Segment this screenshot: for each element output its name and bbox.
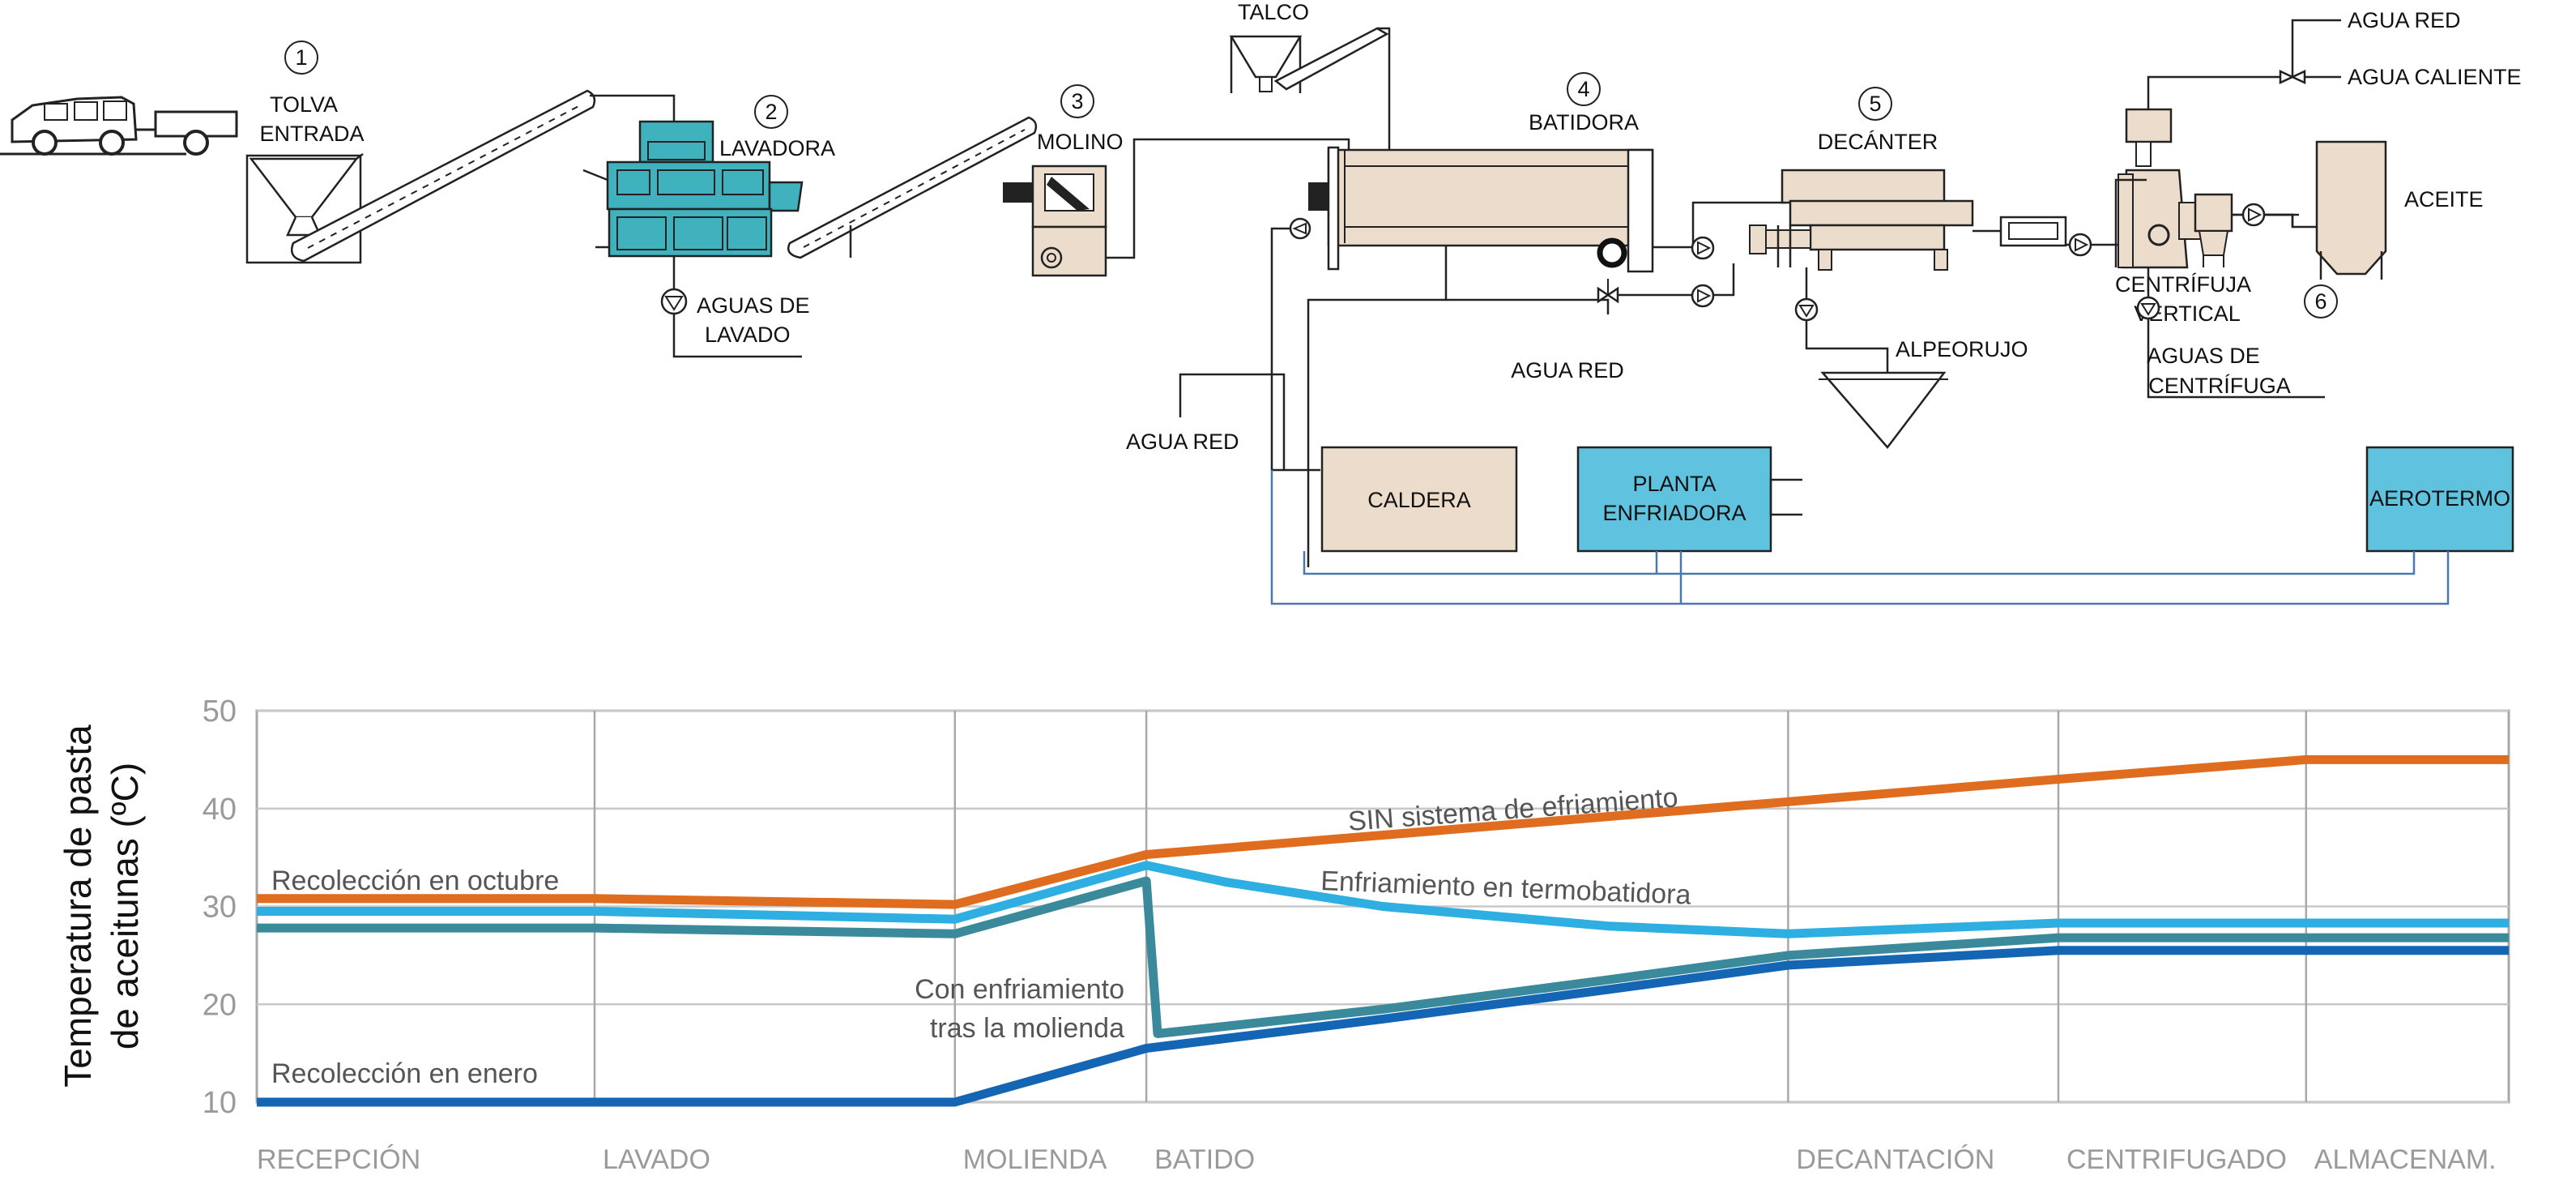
aguas-lavado-line-2: LAVADO xyxy=(705,323,791,347)
conveyor-2 xyxy=(787,116,1038,259)
annotation-con-line-1: Con enfriamiento xyxy=(915,974,1124,1005)
annotation-con-line-2: tras la molienda xyxy=(930,1013,1124,1044)
aerotermo-label: AEROTERMO xyxy=(2369,486,2510,511)
agua-red-top-label: AGUA RED xyxy=(2348,8,2461,32)
step-1-label-line-1: TOLVA xyxy=(270,92,338,117)
valve-and-pumps xyxy=(1597,201,1786,308)
y-tick-labels: 10 20 30 40 50 xyxy=(203,695,237,1120)
x-category-3: BATIDO xyxy=(1154,1144,1255,1175)
annotation-enero: Recolección en enero xyxy=(271,1058,538,1089)
agua-caliente-valve xyxy=(2279,19,2341,84)
step-5-label: DECÁNTER xyxy=(1818,130,1938,154)
step-6-label-line-1: CENTRÍFUJA xyxy=(2115,272,2251,297)
step-6-number: 6 xyxy=(2314,289,2327,314)
series-line-2 xyxy=(257,876,2509,1038)
step-3-label: MOLINO xyxy=(1037,130,1124,154)
annotation-octubre: Recolección en octubre xyxy=(271,866,559,896)
step-2-label: LAVADORA xyxy=(719,136,835,160)
step-2-marker xyxy=(754,95,788,129)
caldera-box xyxy=(1320,446,1518,553)
y-axis-label-line-1: Temperatura de pasta xyxy=(57,725,99,1088)
process-diagram: 1 TOLVA ENTRADA 2 LAVADORA xyxy=(0,0,2522,605)
lavadora-machine xyxy=(582,120,804,258)
planta-enfriadora-box xyxy=(1576,446,1772,553)
talco-label: TALCO xyxy=(1238,0,1309,24)
step-4-marker xyxy=(1567,72,1601,106)
molino-machine xyxy=(1003,138,1350,277)
step-5-number: 5 xyxy=(1869,92,1881,116)
step-1-marker xyxy=(284,41,318,75)
planta-enfriadora-line-2: ENFRIADORA xyxy=(1602,501,1746,525)
caldera-label: CALDERA xyxy=(1367,488,1471,512)
step-3-number: 3 xyxy=(1071,89,1083,113)
aguas-centrifuga-outlet xyxy=(2136,267,2325,399)
series-lines xyxy=(257,754,2509,1107)
agua-caliente-label: AGUA CALIENTE xyxy=(2348,65,2522,89)
talco-hopper xyxy=(1229,27,1391,154)
step-4-number: 4 xyxy=(1577,77,1589,101)
step-5-marker xyxy=(1858,87,1892,121)
x-category-1: LAVADO xyxy=(603,1144,710,1175)
centrifuga-machine xyxy=(2114,75,2280,269)
y-tick-40: 40 xyxy=(203,793,237,827)
planta-enfriadora-line-1: PLANTA xyxy=(1632,472,1716,496)
agua-red-caldera-label: AGUA RED xyxy=(1126,430,1239,454)
agua-red-batidora-label: AGUA RED xyxy=(1511,358,1624,383)
x-category-6: ALMACENAM. xyxy=(2314,1144,2497,1175)
alpeorujo-outlet xyxy=(1794,267,1948,449)
series-line-1 xyxy=(257,861,2509,938)
aguas-centrifuga-line-1: AGUAS DE xyxy=(2147,344,2260,368)
aguas-lavado-line-1: AGUAS DE xyxy=(697,293,810,318)
y-tick-50: 50 xyxy=(203,695,237,729)
decanter-machine xyxy=(1749,169,2067,271)
x-category-4: DECANTACIÓN xyxy=(1796,1144,1994,1175)
temperature-chart: 10 20 30 40 50 RECEPCIÓN LAVADO MOLIENDA BATIDO… xyxy=(57,695,2510,1175)
aceite-tank xyxy=(2315,140,2387,280)
step-4-label: BATIDORA xyxy=(1529,110,1639,135)
x-category-2: MOLIENDA xyxy=(963,1144,1107,1175)
step-2-number: 2 xyxy=(765,100,777,124)
step-6-marker xyxy=(2304,284,2338,318)
conveyor-1 xyxy=(290,89,676,263)
step-1-label-line-2: ENTRADA xyxy=(259,122,364,146)
y-tick-20: 20 xyxy=(203,988,237,1022)
x-category-labels: RECEPCIÓN LAVADO MOLIENDA BATIDO DECANTACIÓN… xyxy=(257,1144,2497,1175)
step-1-number: 1 xyxy=(295,45,307,70)
aguas-lavado-outlet xyxy=(660,256,802,358)
x-category-5: CENTRIFUGADO xyxy=(2066,1144,2287,1175)
step-3-marker xyxy=(1060,84,1094,118)
aerotermo-box xyxy=(2365,446,2514,553)
truck-icon xyxy=(0,96,238,156)
x-category-0: RECEPCIÓN xyxy=(257,1144,420,1175)
aguas-centrifuga-line-2: CENTRÍFUGA xyxy=(2148,374,2291,398)
series-line-0 xyxy=(257,754,2509,909)
series-line-3 xyxy=(257,946,2509,1107)
alpeorujo-label: ALPEORUJO xyxy=(1896,337,2028,361)
batidora-machine xyxy=(1308,146,1654,273)
y-axis-label-line-2: de aceitunas (ºC) xyxy=(104,763,146,1049)
y-tick-10: 10 xyxy=(203,1086,237,1120)
y-tick-30: 30 xyxy=(203,891,237,925)
aceite-label: ACEITE xyxy=(2404,187,2484,212)
